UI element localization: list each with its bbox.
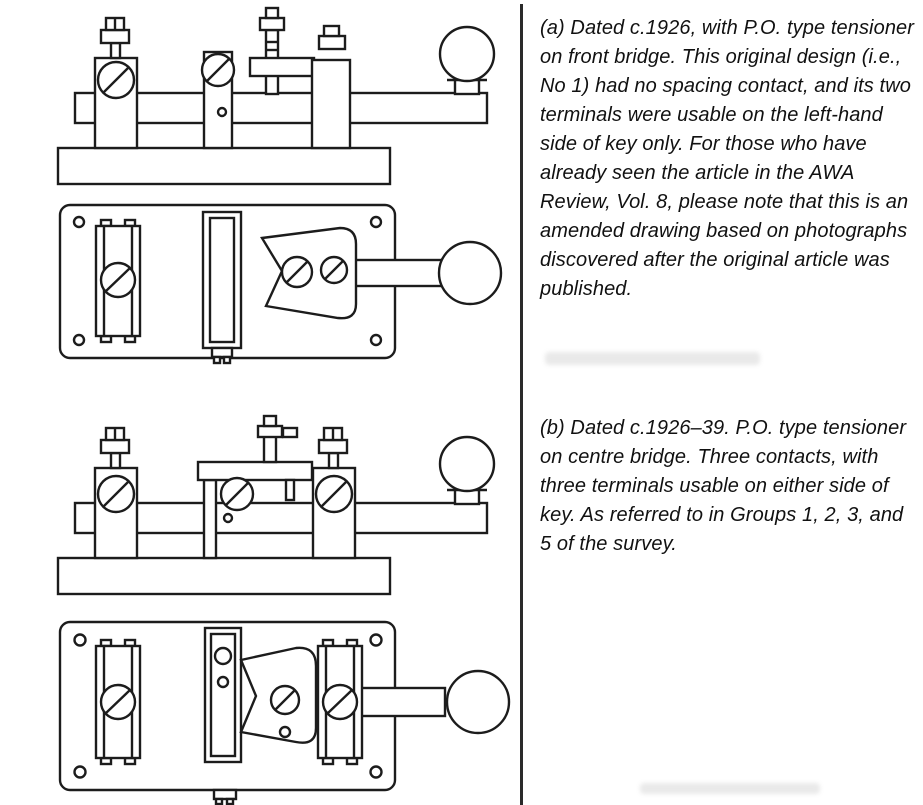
- key-a-tensioner-assembly: [248, 6, 316, 96]
- key-a-knob: [438, 25, 496, 96]
- scan-smudge: [640, 783, 820, 794]
- key-b-left-terminal: [93, 426, 139, 560]
- key-b-centre-assembly: [203, 626, 243, 764]
- key-a-left-terminal: [93, 16, 139, 150]
- key-b-knob: [438, 435, 496, 506]
- key-b-knob-plan: [445, 669, 511, 735]
- figure-b-caption: (b) Dated c.1926–39. P.O. type tensioner…: [540, 417, 907, 555]
- key-a-pivot-bracket: [260, 226, 358, 320]
- key-b-lever-arm: [73, 501, 489, 535]
- key-a-knob-plan: [437, 240, 503, 306]
- key-b-centre-bridge: [196, 460, 314, 560]
- key-b-base: [56, 556, 392, 596]
- key-b-tensioner-assembly: [256, 414, 299, 464]
- key-a-left-terminal-block: [94, 218, 142, 344]
- key-a-lever-arm: [73, 91, 489, 125]
- key-b-left-terminal-block: [94, 638, 142, 766]
- telegraph-key-b-side-view: [56, 414, 496, 596]
- key-a-pivot-post: [200, 50, 236, 150]
- telegraph-key-a-plan-view: [58, 203, 503, 365]
- key-b-bottom-tab: [212, 788, 238, 805]
- column-divider-line: [520, 4, 523, 805]
- key-a-front-bridge-post: [310, 24, 352, 150]
- telegraph-key-b-plan-view: [58, 620, 511, 805]
- scan-smudge: [545, 352, 760, 365]
- key-a-base: [56, 146, 392, 186]
- key-b-right-terminal-block: [316, 638, 364, 766]
- key-b-right-terminal: [311, 426, 357, 560]
- telegraph-key-a-side-view: [56, 6, 496, 186]
- key-a-centre-channel: [201, 210, 243, 365]
- figure-a-caption: (a) Dated c.1926, with P.O. type tension…: [540, 17, 915, 300]
- key-a-lever-arm-plan: [348, 258, 447, 288]
- key-b-pivot-bracket: [239, 646, 318, 744]
